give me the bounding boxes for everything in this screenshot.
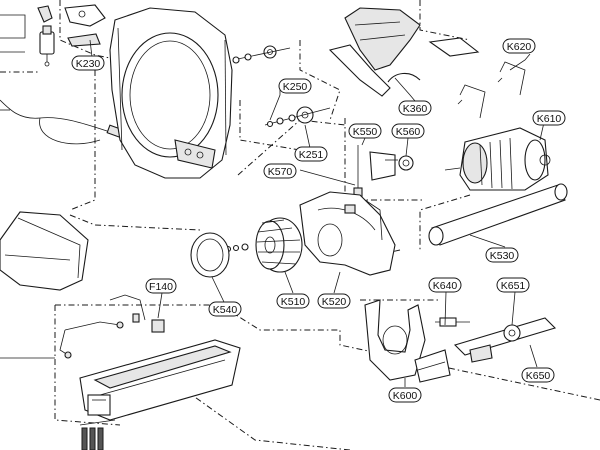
svg-text:K560: K560 [396,126,421,138]
label-k360: K360 [398,100,432,116]
label-k251: K251 [294,146,328,162]
label-k620: K620 [502,38,536,54]
idler-assembly [435,317,557,363]
heater-wiring [59,294,165,359]
label-k550: K550 [348,123,382,139]
svg-text:F140: F140 [149,281,173,293]
lamp-socket-assembly [37,5,55,67]
bearing-screw-set [232,45,331,128]
svg-text:K550: K550 [353,126,378,138]
label-k650: K650 [521,367,555,383]
svg-text:K610: K610 [537,113,562,125]
svg-text:K360: K360 [403,103,428,115]
front-trim [0,211,89,291]
drive-motor [444,127,551,191]
label-k570: K570 [263,163,297,179]
drum-belt-parts [328,7,480,97]
svg-text:K251: K251 [299,149,324,161]
exhaust-duct [428,183,568,246]
svg-text:K650: K650 [526,370,551,382]
front-bulkhead [109,7,233,179]
svg-text:K530: K530 [490,250,515,262]
svg-text:K540: K540 [213,304,238,316]
label-k530: K530 [485,247,519,263]
motor-mount-bracket [364,299,451,383]
svg-text:K230: K230 [76,58,101,70]
label-k651: K651 [496,277,530,293]
svg-text:K570: K570 [268,166,293,178]
label-k640: K640 [428,277,462,293]
label-k610: K610 [532,110,566,126]
svg-text:K510: K510 [281,296,306,308]
part-labels: K230 K250 K251 K360 K620 K610 K550 K560 [71,38,566,403]
wire-harness-left [0,99,128,145]
svg-text:K640: K640 [433,280,458,292]
blower-housing [299,191,396,276]
label-k510: K510 [276,293,310,309]
label-k540: K540 [208,301,242,317]
motor-clips [457,61,526,119]
svg-text:K600: K600 [393,390,418,402]
sensor-parts [353,145,414,199]
seal-ring [190,232,230,278]
label-k520: K520 [317,293,351,309]
svg-text:K520: K520 [322,296,347,308]
blower-wheel [224,217,303,273]
terminal-strip [79,419,116,450]
hinge-bracket [64,4,106,47]
label-f140: F140 [145,278,177,294]
label-k600: K600 [388,387,422,403]
heater-duct [79,339,241,421]
svg-text:K620: K620 [507,41,532,53]
label-k250: K250 [278,78,312,94]
label-k560: K560 [391,123,425,139]
edge-connectors [0,14,55,359]
svg-text:K651: K651 [501,280,526,292]
svg-text:K250: K250 [283,81,308,93]
label-k230: K230 [71,55,105,71]
